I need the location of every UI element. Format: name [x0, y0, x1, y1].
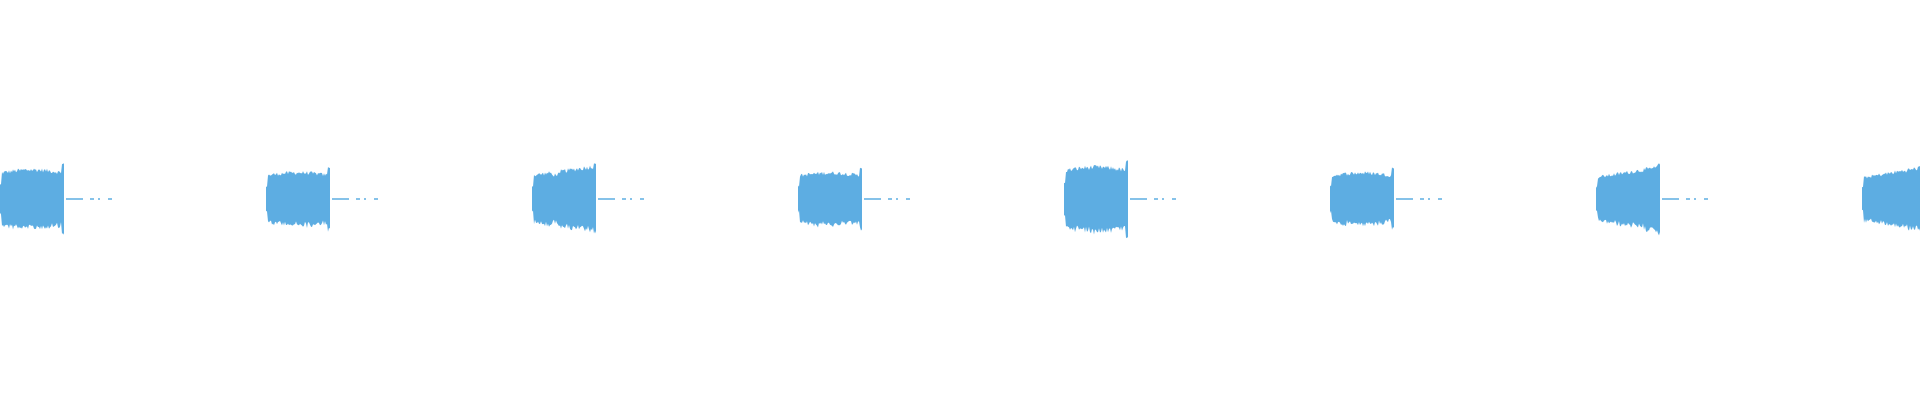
- waveform-tail-tick: [888, 198, 892, 200]
- waveform-tail-tick: [1438, 198, 1442, 200]
- waveform-tail-tick: [374, 198, 378, 200]
- waveform-burst-body: [1064, 160, 1128, 239]
- waveform-tail-tick: [640, 198, 644, 200]
- waveform-burst: [1862, 166, 1920, 231]
- waveform-tail-tick: [98, 198, 100, 200]
- waveform-burst-body: [1596, 163, 1660, 236]
- waveform-tail-tick: [90, 198, 94, 200]
- waveform-tail-tick: [332, 198, 349, 200]
- waveform-tail-tick: [1130, 198, 1147, 200]
- waveform-burst-body: [1862, 166, 1920, 231]
- waveform-tail-tick: [630, 198, 632, 200]
- waveform-burst-body: [0, 163, 64, 235]
- waveform-tail-tick: [1704, 198, 1708, 200]
- waveform-burst: [532, 163, 644, 234]
- waveform-burst-body: [532, 163, 596, 234]
- waveform-tail-tick: [1396, 198, 1413, 200]
- waveform-burst: [1064, 160, 1176, 239]
- waveform-tail-tick: [1662, 198, 1679, 200]
- waveform-tail-tick: [66, 198, 83, 200]
- waveform-burst: [798, 167, 910, 231]
- waveform-tail-tick: [864, 198, 881, 200]
- waveform-tail-tick: [1686, 198, 1690, 200]
- waveform-tail-tick: [1420, 198, 1424, 200]
- waveform-tail-tick: [1172, 198, 1176, 200]
- waveform-burst-body: [1330, 167, 1394, 230]
- waveform-tail-tick: [1694, 198, 1696, 200]
- waveform-tail-tick: [896, 198, 898, 200]
- waveform-burst: [1596, 163, 1708, 236]
- waveform-tail-tick: [356, 198, 360, 200]
- waveform-tail-tick: [906, 198, 910, 200]
- waveform-tail-tick: [598, 198, 615, 200]
- waveform-burst-body: [798, 167, 862, 231]
- waveform-tail-tick: [364, 198, 366, 200]
- waveform-tail-tick: [622, 198, 626, 200]
- waveform-burst: [266, 167, 378, 232]
- waveform-burst-body: [266, 167, 330, 232]
- waveform-tail-tick: [108, 198, 112, 200]
- waveform-tail-tick: [1154, 198, 1158, 200]
- waveform-burst: [0, 163, 112, 235]
- waveform-tail-tick: [1162, 198, 1164, 200]
- waveform-tail-tick: [1428, 198, 1430, 200]
- waveform-burst: [1330, 167, 1442, 230]
